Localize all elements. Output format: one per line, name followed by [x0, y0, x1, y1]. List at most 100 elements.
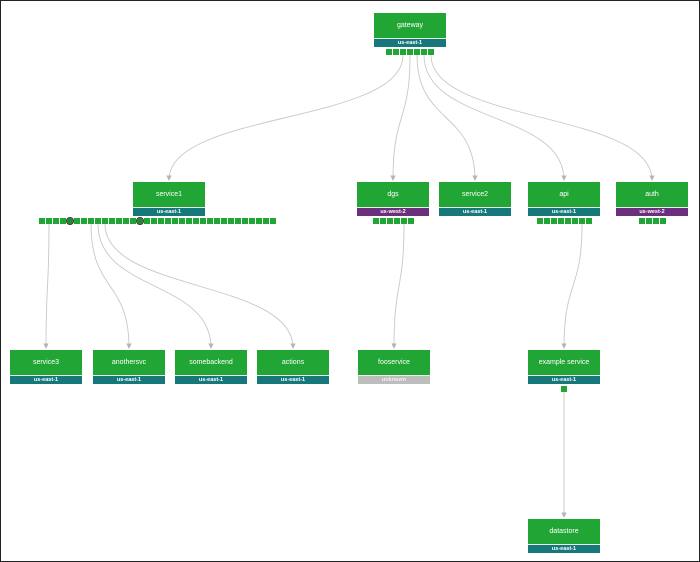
- port-row-service1: [39, 217, 276, 225]
- port-square[interactable]: [144, 218, 150, 224]
- edge-gateway-to-api: [423, 54, 567, 181]
- edge-gateway-to-service2: [416, 54, 478, 181]
- port-square[interactable]: [558, 218, 564, 224]
- port-square[interactable]: [400, 49, 406, 55]
- port-square[interactable]: [116, 218, 122, 224]
- port-square[interactable]: [270, 218, 276, 224]
- port-square[interactable]: [200, 218, 206, 224]
- port-square[interactable]: [407, 49, 413, 55]
- port-square[interactable]: [151, 218, 157, 224]
- port-square[interactable]: [221, 218, 227, 224]
- port-square[interactable]: [46, 218, 52, 224]
- port-square[interactable]: [586, 218, 592, 224]
- node-name: gateway: [374, 13, 446, 38]
- edge-gateway-to-service1: [166, 54, 404, 181]
- port-square[interactable]: [53, 218, 59, 224]
- port-square[interactable]: [387, 218, 393, 224]
- port-square[interactable]: [660, 218, 666, 224]
- port-square[interactable]: [537, 218, 543, 224]
- port-square[interactable]: [373, 218, 379, 224]
- edge-gateway-to-dgs: [390, 54, 411, 181]
- port-square[interactable]: [172, 218, 178, 224]
- port-square[interactable]: [544, 218, 550, 224]
- port-square[interactable]: [421, 49, 427, 55]
- port-square[interactable]: [551, 218, 557, 224]
- region-badge: us-east-1: [257, 375, 329, 384]
- port-square[interactable]: [88, 218, 94, 224]
- node-name: fooservice: [358, 350, 430, 375]
- port-square[interactable]: [158, 218, 164, 224]
- port-square[interactable]: [179, 218, 185, 224]
- port-square[interactable]: [408, 218, 414, 224]
- port-square[interactable]: [572, 218, 578, 224]
- port-square[interactable]: [81, 218, 87, 224]
- port-square[interactable]: [242, 218, 248, 224]
- port-square[interactable]: [109, 218, 115, 224]
- port-square[interactable]: [428, 49, 434, 55]
- port-square[interactable]: [256, 218, 262, 224]
- region-badge: us-east-1: [528, 544, 600, 553]
- port-row-api: [537, 218, 592, 224]
- port-square[interactable]: [39, 218, 45, 224]
- port-square[interactable]: [102, 218, 108, 224]
- port-square[interactable]: [249, 218, 255, 224]
- node-name: somebackend: [175, 350, 247, 375]
- region-badge: us-east-1: [93, 375, 165, 384]
- port-square[interactable]: [263, 218, 269, 224]
- port-square[interactable]: [579, 218, 585, 224]
- region-badge: us-east-1: [374, 38, 446, 47]
- port-square[interactable]: [561, 386, 567, 392]
- node-name: api: [528, 182, 600, 207]
- edge-dgs-to-fooservice: [391, 223, 405, 349]
- port-square[interactable]: [235, 218, 241, 224]
- port-square[interactable]: [386, 49, 392, 55]
- port-square[interactable]: [565, 218, 571, 224]
- port-square[interactable]: [228, 218, 234, 224]
- edge-service1-to-service3: [43, 223, 50, 349]
- port-square[interactable]: [74, 218, 80, 224]
- port-square[interactable]: [66, 217, 74, 225]
- node-name: auth: [616, 182, 688, 207]
- region-badge: us-east-1: [175, 375, 247, 384]
- port-square[interactable]: [123, 218, 129, 224]
- edge-api-to-example-service: [561, 223, 583, 349]
- port-square[interactable]: [394, 218, 400, 224]
- port-square[interactable]: [95, 218, 101, 224]
- port-square[interactable]: [414, 49, 420, 55]
- port-square[interactable]: [214, 218, 220, 224]
- port-square[interactable]: [653, 218, 659, 224]
- edge-gateway-to-auth: [430, 54, 655, 181]
- port-square[interactable]: [207, 218, 213, 224]
- region-badge: unknown: [358, 375, 430, 384]
- port-square[interactable]: [130, 218, 136, 224]
- port-square[interactable]: [60, 218, 66, 224]
- port-square[interactable]: [193, 218, 199, 224]
- port-square[interactable]: [380, 218, 386, 224]
- node-name: service2: [439, 182, 511, 207]
- port-square[interactable]: [401, 218, 407, 224]
- port-square[interactable]: [136, 217, 144, 225]
- port-square[interactable]: [639, 218, 645, 224]
- port-square[interactable]: [165, 218, 171, 224]
- port-square[interactable]: [186, 218, 192, 224]
- port-square[interactable]: [646, 218, 652, 224]
- region-badge: us-east-1: [10, 375, 82, 384]
- node-name: service3: [10, 350, 82, 375]
- node-name: datastore: [528, 519, 600, 544]
- port-square[interactable]: [393, 49, 399, 55]
